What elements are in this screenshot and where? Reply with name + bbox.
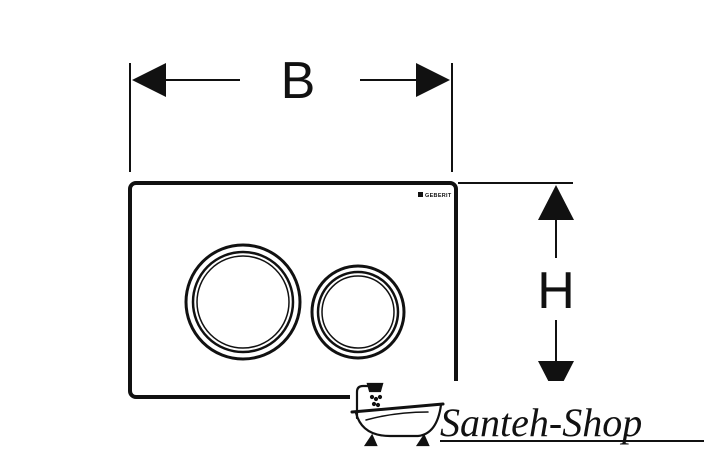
geberit-logo-icon — [418, 192, 423, 197]
width-dimension: B — [129, 52, 453, 172]
height-dimension: H — [458, 182, 575, 396]
shop-watermark: Santeh-Shop — [350, 381, 705, 450]
height-arrow-up-icon — [538, 185, 574, 220]
plate-outline — [128, 181, 458, 399]
width-label: B — [281, 52, 316, 110]
large-flush-button-icon — [184, 243, 302, 361]
small-flush-button-icon — [310, 264, 406, 360]
shop-name: Santeh-Shop — [440, 400, 642, 445]
width-arrow-right-icon — [416, 63, 450, 97]
height-arrow-down-icon — [538, 361, 574, 396]
width-arrow-left-icon — [132, 63, 166, 97]
flush-plate: GEBERIT — [128, 181, 458, 399]
watermark-backdrop — [350, 381, 705, 450]
height-label: H — [537, 262, 575, 320]
brand-label: GEBERIT — [425, 193, 452, 199]
bathtub-shower-icon — [350, 382, 445, 447]
